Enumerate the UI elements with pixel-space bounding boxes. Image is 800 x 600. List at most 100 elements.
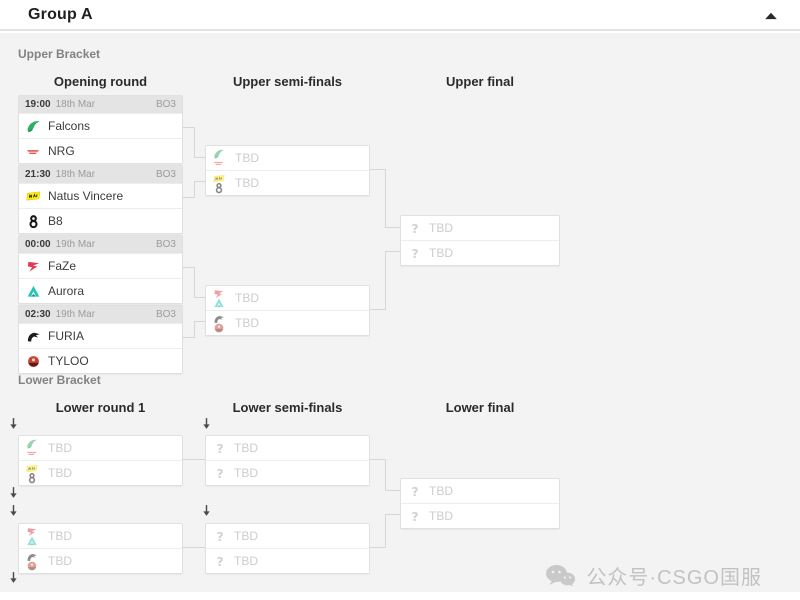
tbd-row[interactable]: TBD: [19, 548, 182, 573]
connector-line: [194, 181, 205, 182]
tbd-row[interactable]: TBD: [206, 286, 369, 310]
falcons-logo: [26, 438, 38, 450]
lower-round1-match-1[interactable]: TBD TBD: [18, 435, 183, 486]
lower-round1-match-2[interactable]: TBD TBD: [18, 523, 183, 574]
svg-text:?: ?: [412, 246, 419, 260]
team-row[interactable]: FURIA: [19, 323, 182, 348]
lower-semi-final-1[interactable]: ?TBD?TBD: [205, 435, 370, 486]
faze-logo: [26, 259, 41, 274]
svg-text:?: ?: [217, 466, 224, 480]
navi-logo: [26, 463, 38, 475]
column-header-opening-round: Opening round: [53, 74, 148, 89]
tbd-row[interactable]: TBD: [19, 460, 182, 485]
team-name: TBD: [234, 554, 258, 568]
furia-logo: [26, 551, 38, 563]
tbd-row[interactable]: ? TBD: [206, 548, 369, 573]
team-name: FaZe: [48, 259, 77, 273]
connector-line: [183, 127, 194, 128]
lower-semi-final-2[interactable]: ?TBD?TBD: [205, 523, 370, 574]
tbd-row[interactable]: TBD: [19, 524, 182, 548]
match-date: 19th Mar: [55, 239, 96, 250]
connector-line: [194, 321, 195, 338]
connector-line: [194, 181, 195, 198]
falcons-logo: [26, 119, 41, 134]
tyloo-logo: [213, 322, 225, 334]
team-name: TBD: [48, 529, 72, 543]
match-date: 19th Mar: [55, 309, 96, 320]
question-icon: ?: [213, 441, 227, 456]
team-name: TYLOO: [48, 354, 89, 368]
team-row[interactable]: FaZe: [19, 253, 182, 278]
upper-final[interactable]: ? TBD? TBD: [400, 215, 560, 266]
upper-semi-final-1[interactable]: TBD TBD: [205, 145, 370, 196]
tbd-row[interactable]: ?TBD: [401, 479, 559, 503]
team-row[interactable]: Aurora: [19, 278, 182, 303]
team-name: FURIA: [48, 329, 84, 343]
match-time: 00:00: [25, 239, 51, 250]
tbd-row[interactable]: ? TBD: [401, 503, 559, 528]
team-name: Aurora: [48, 284, 85, 298]
team-row[interactable]: TYLOO: [19, 348, 182, 373]
team-name: TBD: [429, 509, 453, 523]
faze-logo: [26, 526, 38, 538]
connector-line: [183, 267, 194, 268]
svg-text:?: ?: [412, 221, 419, 235]
match-format: BO3: [155, 309, 176, 320]
question-icon: ?: [408, 509, 422, 524]
team-row[interactable]: B8: [19, 208, 182, 233]
team-row[interactable]: Natus Vincere: [19, 183, 182, 208]
upper-semi-final-2[interactable]: TBD TBD: [205, 285, 370, 336]
b8-logo: [26, 214, 41, 229]
connector-line: [385, 514, 400, 515]
tyloo-logo: [26, 560, 38, 572]
team-row[interactable]: Falcons: [19, 113, 182, 138]
connector-line: [194, 267, 195, 298]
tbd-row[interactable]: TBD: [206, 310, 369, 335]
team-name: TBD: [429, 246, 453, 260]
tbd-row[interactable]: ?TBD: [206, 460, 369, 485]
tbd-row[interactable]: TBD: [206, 170, 369, 195]
team-name: TBD: [48, 441, 72, 455]
question-icon: ?: [213, 554, 227, 569]
team-name: TBD: [235, 291, 259, 305]
nrg-logo: [26, 447, 38, 459]
team-row[interactable]: NRG: [19, 138, 182, 163]
question-icon: ?: [408, 221, 422, 236]
connector-line: [385, 459, 386, 491]
connector-line: [385, 227, 400, 228]
match-format: BO3: [155, 239, 176, 250]
team-name: TBD: [48, 466, 72, 480]
tbd-row[interactable]: ?TBD: [206, 436, 369, 460]
tbd-row[interactable]: ? TBD: [401, 240, 559, 265]
navi-logo: [26, 189, 41, 204]
chevron-up-icon[interactable]: [764, 11, 778, 21]
connector-line: [370, 459, 385, 460]
aurora-logo: [213, 297, 225, 309]
team-name: TBD: [429, 221, 453, 235]
possible-teams-logo-stack: [26, 439, 41, 457]
watermark: 公众号·CSGO国服: [544, 561, 762, 590]
question-icon: ?: [408, 484, 422, 499]
furia-logo: [26, 329, 41, 344]
match-format: BO3: [155, 169, 176, 180]
column-header-upper-semi-finals: Upper semi-finals: [232, 74, 343, 89]
page-title: Group A: [28, 6, 93, 23]
svg-text:?: ?: [412, 484, 419, 498]
b8-logo: [213, 182, 225, 194]
tyloo-logo: [26, 354, 41, 369]
possible-teams-logo-stack: [26, 463, 41, 483]
tbd-row[interactable]: ? TBD: [401, 216, 559, 240]
arrow-down-icon: [202, 417, 211, 430]
team-name: TBD: [235, 151, 259, 165]
lower-final[interactable]: ?TBD?TBD: [400, 478, 560, 529]
aurora-logo: [26, 284, 41, 299]
tbd-row[interactable]: TBD: [206, 146, 369, 170]
tbd-row[interactable]: TBD: [19, 436, 182, 460]
tbd-row[interactable]: ?TBD: [206, 524, 369, 548]
question-icon: ?: [213, 466, 227, 481]
